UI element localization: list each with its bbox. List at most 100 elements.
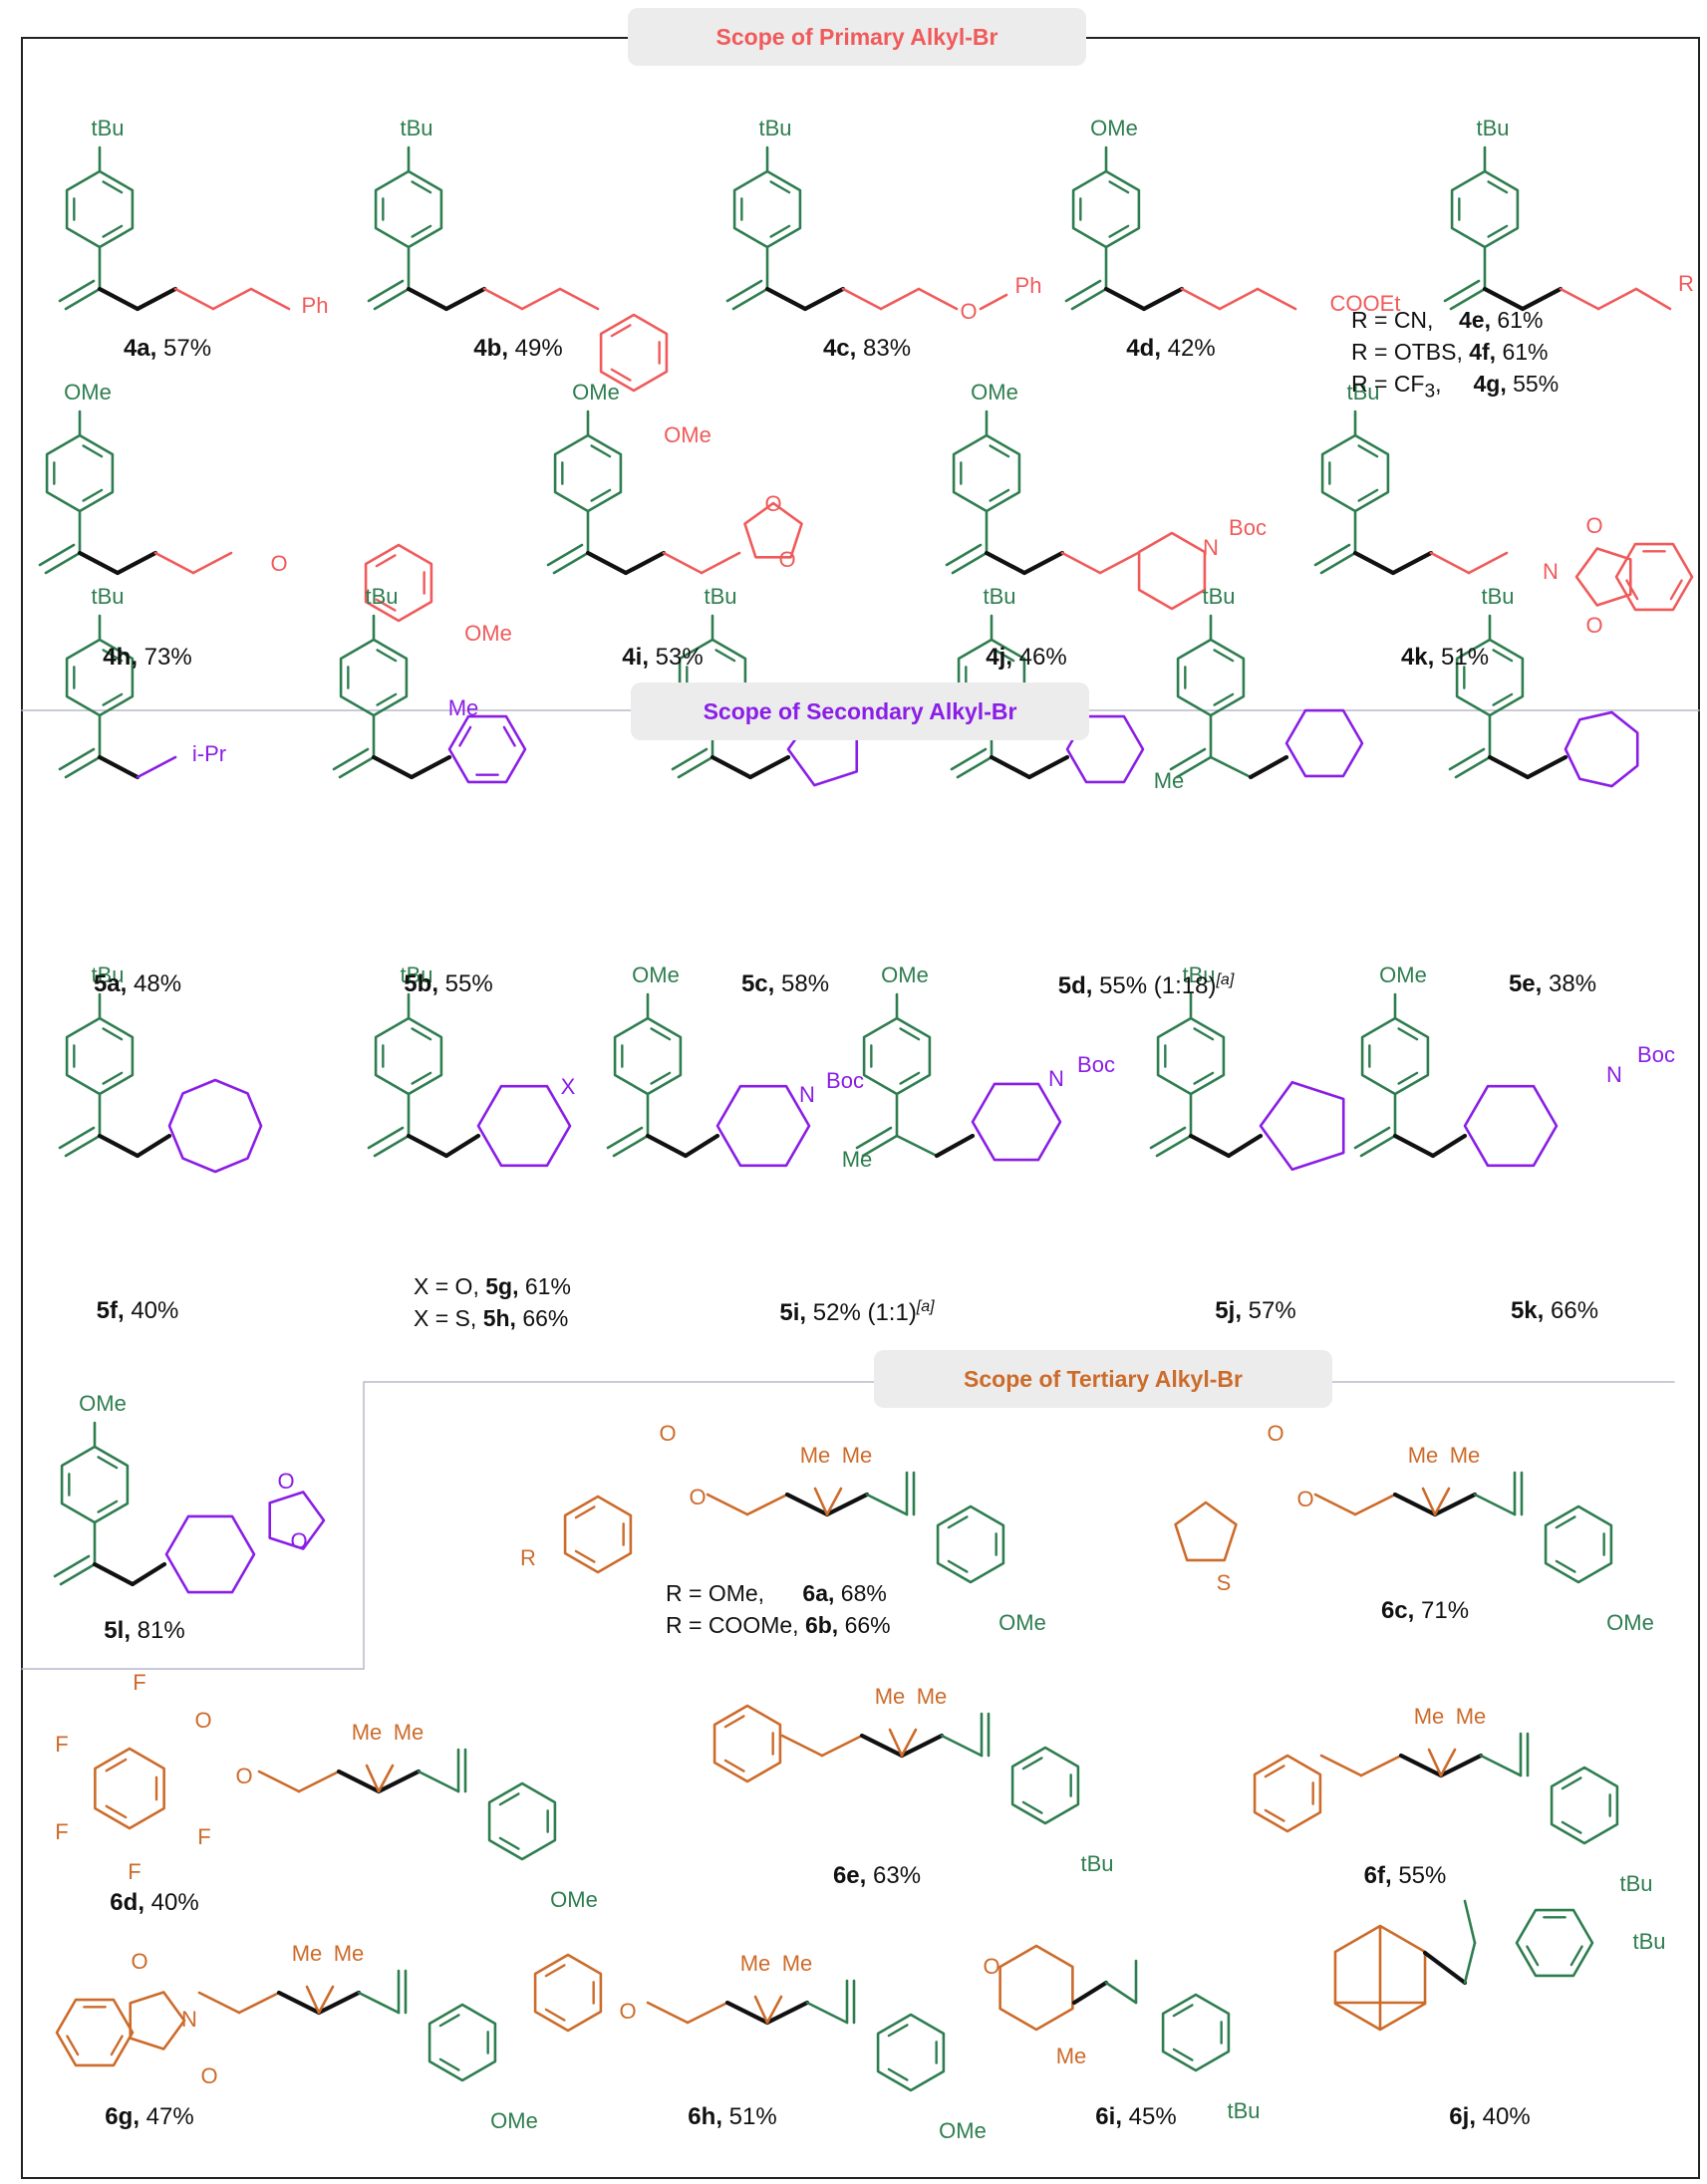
chain-bond xyxy=(879,287,921,311)
chain-bond xyxy=(443,1133,481,1159)
vinyl-double xyxy=(58,747,96,771)
chain-bond xyxy=(1392,1492,1438,1517)
compound-id: 4b, xyxy=(473,335,508,362)
variant-row: R = OMe, 6a, 68% xyxy=(666,1580,887,1606)
chain-bond xyxy=(1398,1753,1444,1778)
chain-bond xyxy=(1520,286,1564,312)
compound-yield: 49% xyxy=(507,335,563,362)
ring-double-bond xyxy=(1264,1765,1285,1778)
chain-bond xyxy=(1021,550,1065,576)
atom-label-ome: OMe xyxy=(64,380,112,405)
ring-double-bond xyxy=(650,1071,672,1085)
atom-label-tbu: tBu xyxy=(365,584,398,609)
compound-id: 4k, xyxy=(1400,644,1435,671)
footnote-marker: [a] xyxy=(916,1298,935,1315)
compound-id: 5c, xyxy=(740,970,775,997)
atom-label-f: F xyxy=(197,1824,210,1849)
chain-bond xyxy=(1098,551,1140,575)
atom-label-tbu: tBu xyxy=(1481,584,1514,609)
ring-double-bond xyxy=(947,1559,969,1573)
vinyl-bond xyxy=(677,755,714,779)
atom-label-o: O xyxy=(270,551,287,576)
ring xyxy=(374,169,443,249)
chain-bond xyxy=(115,550,158,576)
compound-label-4i: 4i, 53% xyxy=(622,646,703,670)
ring-double-bond xyxy=(994,649,1015,663)
chain-bond xyxy=(558,287,600,311)
variant-block-6ab: R = OMe, 6a, 68% R = COOMe, 6b, 66% xyxy=(666,1577,891,1641)
ring-double-bond xyxy=(411,224,432,238)
compound-yield: 81% xyxy=(130,1617,185,1644)
chain-bond xyxy=(706,1493,749,1516)
compound-yield: 51% xyxy=(1434,644,1490,671)
vinyl-bond xyxy=(1454,755,1492,779)
ring-double-bond xyxy=(102,1027,124,1041)
ring xyxy=(65,1016,135,1096)
variant-row: R = CN, 4e, 61% xyxy=(1351,307,1544,333)
vinyl-double xyxy=(1443,279,1481,303)
chain-bond xyxy=(1026,754,1070,780)
atom-label-me: Me xyxy=(842,1443,873,1468)
atom-label-boc: Boc xyxy=(1077,1052,1115,1077)
ring-double-bond xyxy=(1561,1820,1582,1834)
chain-bond xyxy=(153,551,195,575)
ring xyxy=(533,1953,603,2033)
ring xyxy=(1564,710,1639,788)
ring-double-bond xyxy=(82,444,104,458)
compound-yield: 42% xyxy=(1160,335,1216,362)
vinyl-bond xyxy=(612,1134,650,1158)
methyl-bond xyxy=(377,1764,395,1793)
chain-bond xyxy=(1525,754,1568,780)
atom-label-ph: Ph xyxy=(302,293,329,318)
chain-bond xyxy=(97,286,141,312)
ring xyxy=(936,1504,1005,1584)
chain-bond xyxy=(841,287,883,311)
ring xyxy=(1450,169,1520,249)
ring-double-bond xyxy=(1357,488,1379,502)
molecule-c5f: tBu xyxy=(58,962,263,1174)
ring-double-bond xyxy=(97,1500,119,1513)
variant-row: R = CF3, 4g, 55% xyxy=(1351,371,1560,403)
ring-double-bond xyxy=(1193,1071,1215,1085)
atom-label-ome: OMe xyxy=(572,380,620,405)
compound-yield: 66% xyxy=(1544,1297,1599,1324)
chain-bond xyxy=(1353,1493,1397,1516)
compound-label-6e: 6e, 63% xyxy=(833,1864,921,1888)
atom-label-tbu: tBu xyxy=(704,584,736,609)
ring-double-bond xyxy=(376,649,398,663)
atom-label-me: Me xyxy=(782,1951,813,1976)
atom-label-n: N xyxy=(799,1082,815,1107)
chain-bond xyxy=(686,2001,729,2025)
chain-bond xyxy=(1359,1754,1403,1777)
ring-double-bond xyxy=(714,649,736,663)
atom-label-r: R xyxy=(1678,271,1694,296)
ring xyxy=(268,1491,326,1550)
compound-id: 6d, xyxy=(110,1889,144,1916)
ring-double-bond xyxy=(947,1515,969,1529)
compound-label-5d: 5d, 55% (1:18)[a] xyxy=(1058,972,1235,998)
ring-double-bond xyxy=(1492,692,1514,706)
atom-label-f: F xyxy=(55,1732,68,1757)
vinyl-double xyxy=(671,747,709,771)
atom-label-ome: OMe xyxy=(464,621,512,646)
atom-label-tbu: tBu xyxy=(983,584,1015,609)
compound-id: 6e, xyxy=(832,1862,867,1889)
chain-bond xyxy=(520,287,562,311)
ether-bond xyxy=(979,293,1008,311)
chain-bond xyxy=(197,1991,241,2015)
atom-label-boc: Boc xyxy=(826,1068,864,1093)
compound-yield: 53% xyxy=(648,644,704,671)
chain-bond xyxy=(1319,1754,1363,1777)
ring xyxy=(65,169,135,249)
ring xyxy=(1550,1766,1619,1845)
ring-double-bond xyxy=(105,1804,128,1819)
methyl-bond xyxy=(1439,1748,1457,1777)
ring-double-bond xyxy=(1108,224,1130,238)
